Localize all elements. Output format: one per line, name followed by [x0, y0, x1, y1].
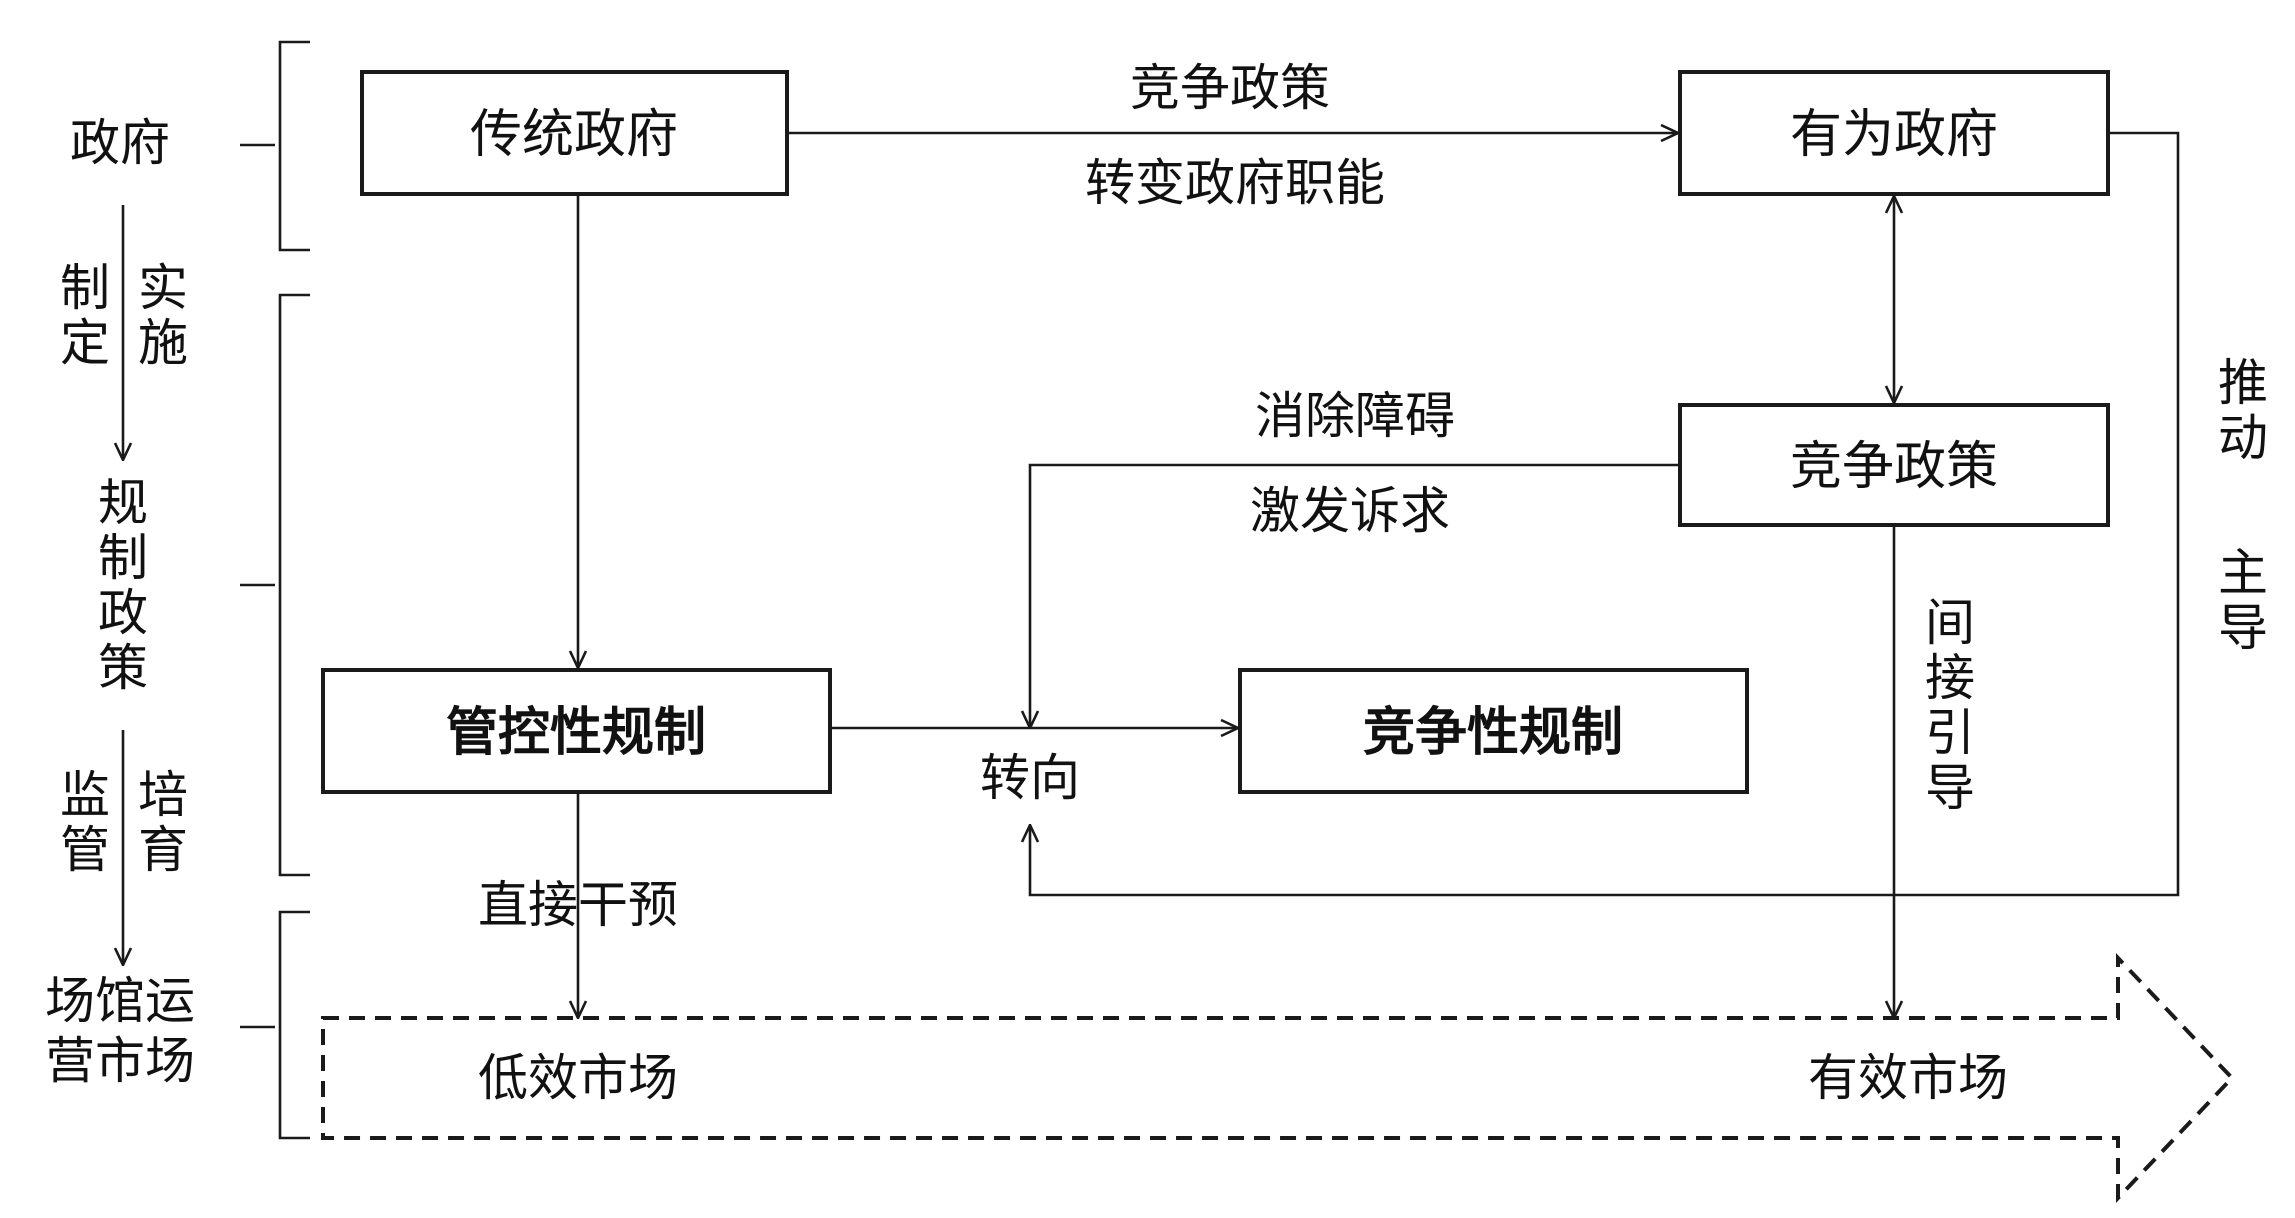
policy-char-1: 规 — [98, 474, 148, 532]
market-bracket — [278, 910, 310, 1140]
implement-char-1: 实 — [138, 259, 188, 317]
supervise-char-1: 监 — [60, 766, 110, 824]
competition-policy-box — [1678, 403, 2110, 527]
effective-government-box — [1678, 70, 2110, 196]
policy-char-2: 制 — [98, 529, 148, 587]
policy-bracket — [278, 293, 310, 877]
policy-char-4: 策 — [98, 639, 148, 697]
government-label: 政府 — [70, 114, 170, 172]
drive-char-2: 动 — [2218, 409, 2268, 467]
efficient-market-label: 有效市场 — [1808, 1049, 2008, 1107]
indirect-char-1: 间 — [1925, 594, 1975, 652]
traditional-government-label: 传统政府 — [470, 105, 678, 165]
implement-char-2: 施 — [138, 314, 188, 372]
lead-char-1: 主 — [2218, 544, 2268, 602]
market-dashed-arrow — [321, 952, 2235, 1204]
venue-market-label-2: 营市场 — [45, 1032, 195, 1090]
control-regulation-label: 管控性规制 — [446, 703, 706, 763]
policy-char-3: 政 — [98, 584, 148, 642]
supervise-char-2: 管 — [60, 821, 110, 879]
shift-label: 转向 — [980, 749, 1080, 807]
competition-policy-label: 竞争政策 — [1790, 437, 1998, 497]
stimulate-demands-label: 激发诉求 — [1250, 482, 1450, 540]
cultivate-char-2: 育 — [138, 821, 188, 879]
lead-char-2: 导 — [2218, 599, 2268, 657]
formulate-char-1: 制 — [60, 259, 110, 317]
traditional-government-box — [360, 70, 789, 196]
effective-government-label: 有为政府 — [1790, 105, 1998, 165]
effective-drive-line — [1030, 131, 2180, 897]
indirect-char-4: 导 — [1925, 759, 1975, 817]
transform-functions-label: 转变政府职能 — [1085, 154, 1385, 212]
direct-intervention-label: 直接干预 — [478, 876, 678, 934]
government-bracket — [278, 40, 310, 252]
formulate-char-2: 定 — [60, 314, 110, 372]
indirect-char-2: 接 — [1925, 649, 1975, 707]
indirect-char-3: 引 — [1925, 704, 1975, 762]
venue-market-label-1: 场馆运 — [45, 972, 195, 1030]
top-competition-policy-label: 竞争政策 — [1130, 59, 1330, 117]
competitive-regulation-box — [1238, 668, 1749, 794]
cultivate-char-1: 培 — [138, 766, 188, 824]
control-regulation-box — [321, 668, 832, 794]
policy-to-shift-arrow — [1030, 463, 1680, 728]
competitive-regulation-label: 竞争性规制 — [1363, 703, 1623, 763]
remove-barriers-label: 消除障碍 — [1255, 387, 1455, 445]
drive-char-1: 推 — [2218, 354, 2268, 412]
inefficient-market-label: 低效市场 — [478, 1049, 678, 1107]
